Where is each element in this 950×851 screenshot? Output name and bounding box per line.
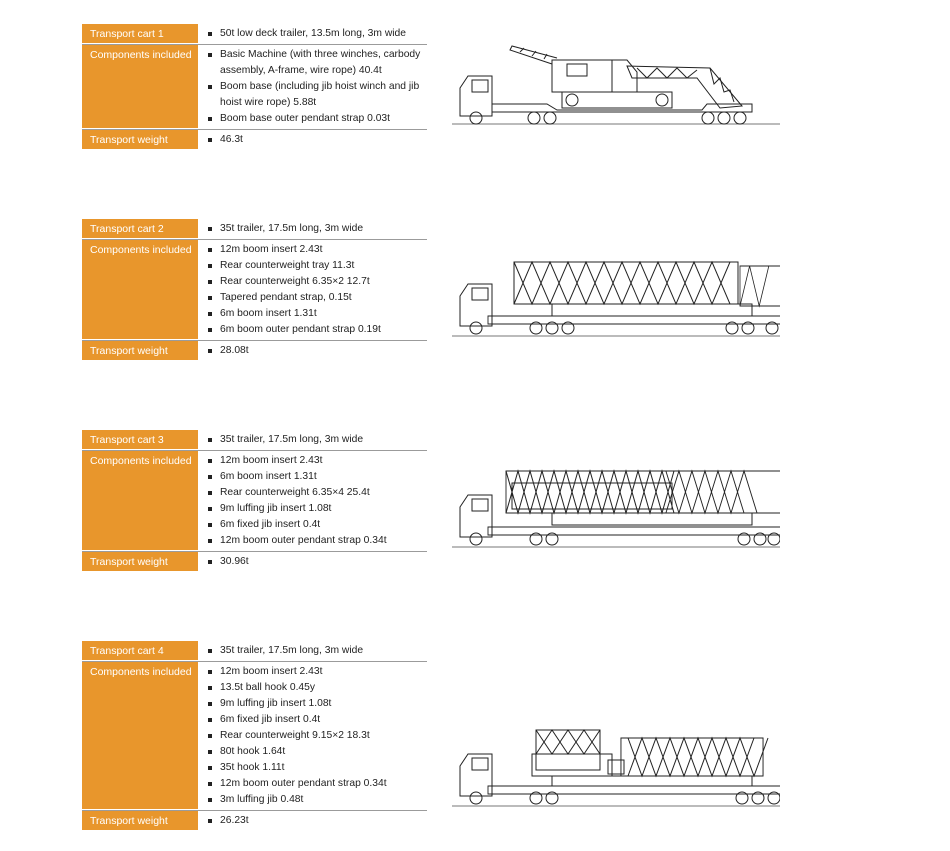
components-label: Components included — [82, 451, 198, 551]
component-item: 9m luffing jib insert 1.08t — [206, 501, 427, 517]
component-item: 6m fixed jib insert 0.4t — [206, 712, 427, 728]
trailer-row: Transport cart 2 35t trailer, 17.5m long… — [82, 219, 427, 239]
weight-label: Transport weight — [82, 552, 198, 572]
weight-label: Transport weight — [82, 811, 198, 831]
components-label: Components included — [82, 662, 198, 810]
trailer-row: Transport cart 1 50t low deck trailer, 1… — [82, 24, 427, 44]
component-item: Boom base (including jib hoist winch and… — [206, 79, 427, 111]
component-item: 12m boom outer pendant strap 0.34t — [206, 533, 427, 549]
weight-row: Transport weight 28.08t — [82, 340, 427, 361]
cart-title: Transport cart 3 — [82, 430, 198, 450]
components-row: Components included 12m boom insert 2.43… — [82, 239, 427, 340]
component-item: 3m luffing jib 0.48t — [206, 792, 427, 808]
transport-weight: 28.08t — [206, 343, 427, 359]
trailer-spec: 35t trailer, 17.5m long, 3m wide — [206, 221, 427, 237]
components-row: Components included 12m boom insert 2.43… — [82, 661, 427, 810]
cart-title: Transport cart 1 — [82, 24, 198, 44]
truck-drawing-cart-2 — [452, 260, 780, 337]
component-item: 6m fixed jib insert 0.4t — [206, 517, 427, 533]
component-item: Rear counterweight tray 11.3t — [206, 258, 427, 274]
component-item: Rear counterweight 6.35×2 12.7t — [206, 274, 427, 290]
component-item: Tapered pendant strap, 0.15t — [206, 290, 427, 306]
transport-weight: 26.23t — [206, 813, 427, 829]
component-item: 80t hook 1.64t — [206, 744, 427, 760]
component-item: Boom base outer pendant strap 0.03t — [206, 111, 427, 127]
component-item: 12m boom outer pendant strap 0.34t — [206, 776, 427, 792]
transport-cart-2: Transport cart 2 35t trailer, 17.5m long… — [82, 219, 427, 361]
weight-label: Transport weight — [82, 341, 198, 361]
component-item: Basic Machine (with three winches, carbo… — [206, 47, 427, 79]
component-item: Rear counterweight 6.35×4 25.4t — [206, 485, 427, 501]
weight-row: Transport weight 26.23t — [82, 810, 427, 831]
component-item: 9m luffing jib insert 1.08t — [206, 696, 427, 712]
trailer-spec: 50t low deck trailer, 13.5m long, 3m wid… — [206, 26, 427, 42]
transport-weight: 46.3t — [206, 132, 427, 148]
transport-cart-3: Transport cart 3 35t trailer, 17.5m long… — [82, 430, 427, 572]
component-item: 13.5t ball hook 0.45y — [206, 680, 427, 696]
trailer-spec: 35t trailer, 17.5m long, 3m wide — [206, 643, 427, 659]
truck-drawing-cart-4 — [452, 729, 780, 807]
component-item: Rear counterweight 9.15×2 18.3t — [206, 728, 427, 744]
transport-cart-4: Transport cart 4 35t trailer, 17.5m long… — [82, 641, 427, 831]
component-item: 6m boom outer pendant strap 0.19t — [206, 322, 427, 338]
weight-row: Transport weight 30.96t — [82, 551, 427, 572]
cart-title: Transport cart 2 — [82, 219, 198, 239]
weight-label: Transport weight — [82, 130, 198, 150]
component-item: 12m boom insert 2.43t — [206, 453, 427, 469]
transport-weight: 30.96t — [206, 554, 427, 570]
trailer-row: Transport cart 3 35t trailer, 17.5m long… — [82, 430, 427, 450]
cart-title: Transport cart 4 — [82, 641, 198, 661]
component-item: 12m boom insert 2.43t — [206, 664, 427, 680]
transport-cart-1: Transport cart 1 50t low deck trailer, 1… — [82, 24, 427, 150]
component-item: 35t hook 1.11t — [206, 760, 427, 776]
weight-row: Transport weight 46.3t — [82, 129, 427, 150]
truck-drawing-cart-1 — [452, 45, 780, 125]
components-row: Components included 12m boom insert 2.43… — [82, 450, 427, 551]
component-item: 12m boom insert 2.43t — [206, 242, 427, 258]
components-label: Components included — [82, 45, 198, 129]
components-label: Components included — [82, 240, 198, 340]
truck-drawing-cart-3 — [452, 469, 780, 548]
component-item: 6m boom insert 1.31t — [206, 469, 427, 485]
trailer-spec: 35t trailer, 17.5m long, 3m wide — [206, 432, 427, 448]
trailer-row: Transport cart 4 35t trailer, 17.5m long… — [82, 641, 427, 661]
components-row: Components included Basic Machine (with … — [82, 44, 427, 129]
component-item: 6m boom insert 1.31t — [206, 306, 427, 322]
